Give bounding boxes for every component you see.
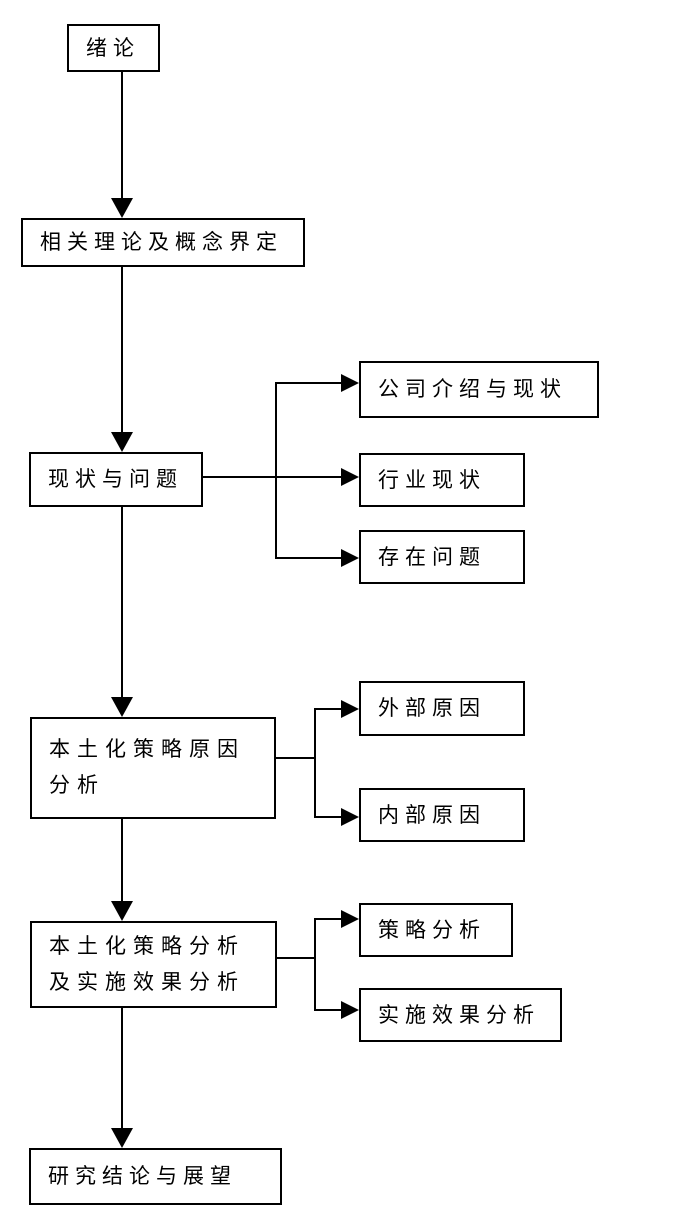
node-problems: 存在问题 bbox=[359, 530, 525, 584]
branch3-line-strategy-analysis bbox=[315, 918, 342, 920]
node-intro-label: 绪论 bbox=[86, 35, 140, 60]
arrowhead-right-strategy-analysis bbox=[341, 910, 359, 928]
branch3-stem bbox=[276, 957, 316, 959]
arrowhead-right-effect-analysis bbox=[341, 1001, 359, 1019]
node-industry-status: 行业现状 bbox=[359, 453, 525, 507]
node-strategy-analysis-label: 策略分析 bbox=[378, 917, 486, 942]
node-reason: 本土化策略原因 分析 bbox=[30, 717, 276, 819]
branch2-line-internal bbox=[315, 816, 342, 818]
arrowhead-right-internal bbox=[341, 808, 359, 826]
node-status: 现状与问题 bbox=[29, 452, 203, 507]
arrowhead-right-problems bbox=[341, 549, 359, 567]
node-reason-label: 本土化策略原因 分析 bbox=[49, 737, 245, 797]
branch1-trunk bbox=[275, 382, 277, 559]
node-strategy: 本土化策略分析 及实施效果分析 bbox=[30, 921, 277, 1008]
arrowhead-right-company-status bbox=[341, 374, 359, 392]
connector-status-reason bbox=[121, 507, 123, 697]
node-theory: 相关理论及概念界定 bbox=[21, 218, 305, 267]
node-problems-label: 存在问题 bbox=[378, 544, 486, 569]
node-external-reason-label: 外部原因 bbox=[378, 696, 486, 721]
branch1-line-industry-status bbox=[276, 476, 342, 478]
arrowhead-right-external bbox=[341, 700, 359, 718]
arrowhead-down-status bbox=[111, 432, 133, 452]
branch3-trunk bbox=[314, 918, 316, 1011]
node-intro: 绪论 bbox=[67, 24, 160, 72]
branch1-stem bbox=[203, 476, 276, 478]
node-effect-analysis: 实施效果分析 bbox=[359, 988, 562, 1042]
branch2-line-external bbox=[315, 708, 342, 710]
node-strategy-label: 本土化策略分析 及实施效果分析 bbox=[49, 933, 245, 994]
branch1-line-problems bbox=[276, 557, 342, 559]
node-company-status-label: 公司介绍与现状 bbox=[378, 377, 567, 402]
branch3-line-effect-analysis bbox=[315, 1009, 342, 1011]
node-internal-reason: 内部原因 bbox=[359, 788, 525, 842]
arrowhead-down-conclusion bbox=[111, 1128, 133, 1148]
node-conclusion: 研究结论与展望 bbox=[29, 1148, 282, 1205]
node-strategy-analysis: 策略分析 bbox=[359, 903, 513, 957]
branch2-trunk bbox=[314, 708, 316, 818]
connector-strategy-conclusion bbox=[121, 1008, 123, 1128]
branch1-line-company-status bbox=[276, 382, 342, 384]
node-status-label: 现状与问题 bbox=[48, 467, 183, 492]
node-theory-label: 相关理论及概念界定 bbox=[40, 230, 283, 255]
arrowhead-down-theory bbox=[111, 198, 133, 218]
connector-intro-theory bbox=[121, 72, 123, 198]
node-company-status: 公司介绍与现状 bbox=[359, 361, 599, 418]
node-internal-reason-label: 内部原因 bbox=[378, 802, 486, 827]
node-industry-status-label: 行业现状 bbox=[378, 467, 486, 492]
node-external-reason: 外部原因 bbox=[359, 681, 525, 736]
arrowhead-right-industry-status bbox=[341, 468, 359, 486]
node-effect-analysis-label: 实施效果分析 bbox=[378, 1002, 540, 1027]
connector-theory-status bbox=[121, 267, 123, 432]
arrowhead-down-strategy bbox=[111, 901, 133, 921]
arrowhead-down-reason bbox=[111, 697, 133, 717]
node-conclusion-label: 研究结论与展望 bbox=[48, 1164, 237, 1189]
connector-reason-strategy bbox=[121, 819, 123, 901]
branch2-stem bbox=[276, 757, 316, 759]
